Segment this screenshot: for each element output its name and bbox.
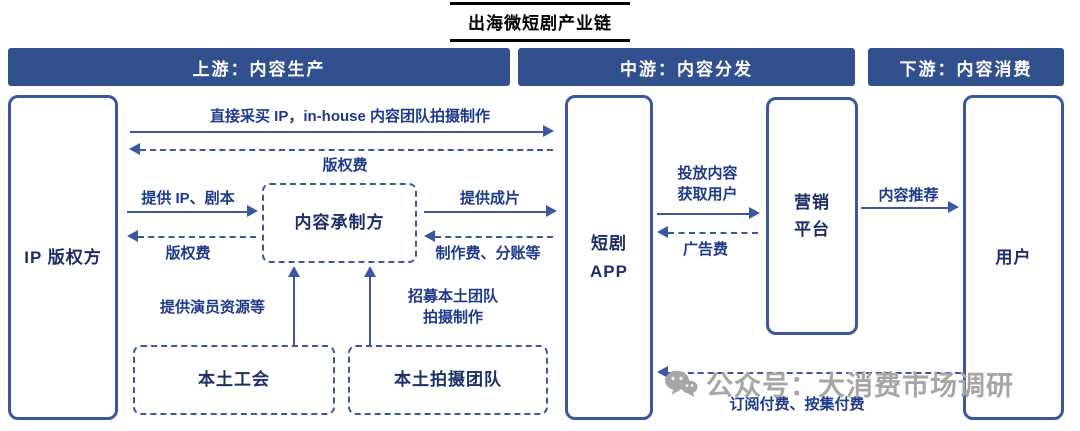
title-bar: 出海微短剧产业链: [0, 0, 1080, 42]
arrow-content-recommendation-line: [861, 207, 949, 209]
arrow-provide-film-head: [546, 205, 557, 217]
header-upstream: 上游：内容生产: [8, 48, 510, 86]
label-copyright-fee-top: 版权费: [322, 157, 368, 174]
label-recruit-local-team: 招募本土团队 拍摄制作: [407, 288, 498, 326]
watermark-text: 公众号：大消费市场调研: [706, 371, 1014, 401]
arrow-direct-purchase-head: [543, 125, 554, 137]
header-midstream: 中游：内容分发: [518, 48, 855, 86]
arrow-subscription-head: [657, 366, 668, 378]
diagram-title: 出海微短剧产业链: [450, 2, 630, 42]
arrow-recruit-team-head: [364, 266, 376, 277]
arrow-content-recommendation-head: [948, 201, 959, 213]
label-provide-ip-script: 提供 IP、剧本: [141, 190, 235, 207]
label-copyright-fee-mid: 版权费: [165, 245, 211, 262]
arrow-deliver-content-head: [749, 207, 760, 219]
arrow-provide-film-line: [424, 211, 547, 213]
label-production-fee-split: 制作费、分账等: [435, 245, 541, 262]
label-content-recommendation: 内容推荐: [878, 187, 939, 204]
label-direct-purchase: 直接采买 IP，in-house 内容团队拍摄制作: [209, 108, 490, 125]
label-deliver-content: 投放内容 获取用户: [677, 165, 738, 203]
label-ad-fee: 广告费: [682, 241, 728, 258]
arrow-subscription-line: [668, 372, 961, 374]
arrow-copyright-fee-top-head: [129, 143, 140, 155]
watermark: 公众号：大消费市场调研: [664, 364, 1014, 403]
arrow-copyright-fee-top-line: [140, 149, 553, 151]
arrow-provide-ip-line: [127, 211, 248, 213]
node-local-film-team: 本土拍摄团队: [348, 345, 548, 415]
node-local-guild: 本土工会: [133, 345, 335, 415]
arrow-ad-fee-line: [668, 232, 758, 234]
node-drama-app: 短剧 APP: [565, 95, 653, 420]
arrow-provide-actors-head: [288, 266, 300, 277]
node-content-producer: 内容承制方: [262, 183, 417, 263]
arrow-copyright-fee-mid-line: [138, 236, 256, 238]
arrow-copyright-fee-mid-head: [127, 230, 138, 242]
arrow-production-fee-head: [424, 230, 435, 242]
arrow-ad-fee-head: [657, 226, 668, 238]
arrow-provide-actors-line: [293, 276, 295, 345]
arrow-production-fee-line: [435, 236, 553, 238]
node-user: 用户: [963, 95, 1064, 420]
arrow-direct-purchase-line: [130, 131, 544, 133]
header-downstream: 下游：内容消费: [868, 48, 1064, 86]
arrow-deliver-content-line: [657, 213, 750, 215]
label-provide-actor-resources: 提供演员资源等: [159, 299, 265, 316]
arrow-provide-ip-head: [247, 205, 258, 217]
node-marketing-platform: 营销 平台: [766, 97, 858, 335]
arrow-recruit-team-line: [369, 276, 371, 345]
wechat-icon: [664, 369, 698, 399]
label-subscription-payment: 订阅付费、按集付费: [729, 396, 865, 413]
label-provide-finished-film: 提供成片: [459, 190, 520, 207]
node-ip-holder: IP 版权方: [8, 95, 118, 420]
